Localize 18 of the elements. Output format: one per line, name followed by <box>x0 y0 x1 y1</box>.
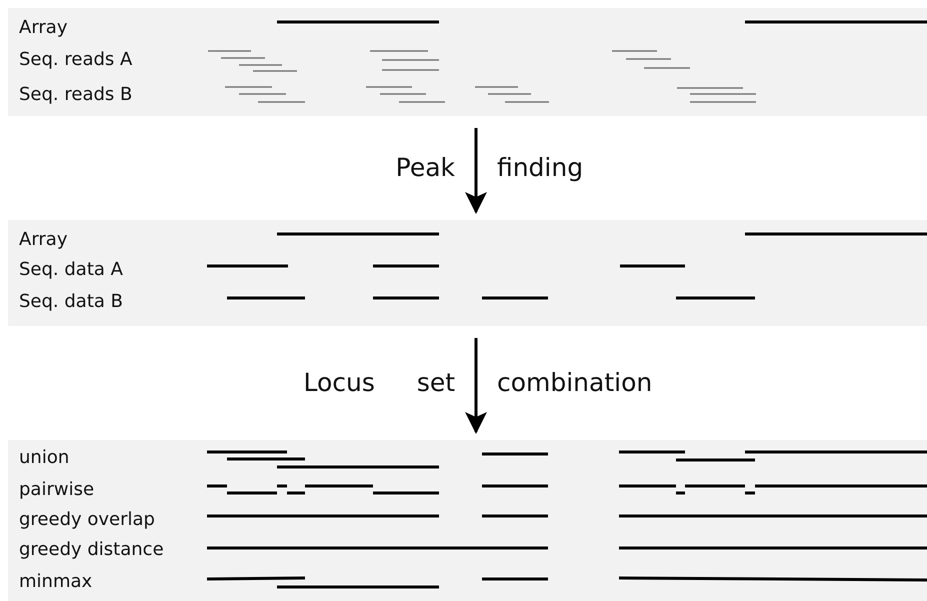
track-label: Seq. reads A <box>19 49 132 71</box>
edge-label: Peak finding <box>396 153 584 183</box>
track-panel <box>8 220 927 326</box>
arrow <box>465 338 487 434</box>
track-label: Array <box>19 229 68 251</box>
track-label: greedy overlap <box>19 509 155 531</box>
track-panel <box>8 8 927 116</box>
track-label: Array <box>19 17 68 39</box>
track-panel <box>8 440 927 601</box>
track-label: Seq. data B <box>19 291 123 313</box>
track-label: minmax <box>19 571 92 593</box>
track-label: Seq. reads B <box>19 84 132 106</box>
arrow <box>465 128 487 214</box>
track-label: Seq. data A <box>19 259 123 281</box>
track-label: pairwise <box>19 479 94 501</box>
edge-label: Locus set combination <box>303 368 652 398</box>
track-label: union <box>19 447 70 469</box>
track-label: greedy distance <box>19 539 164 561</box>
